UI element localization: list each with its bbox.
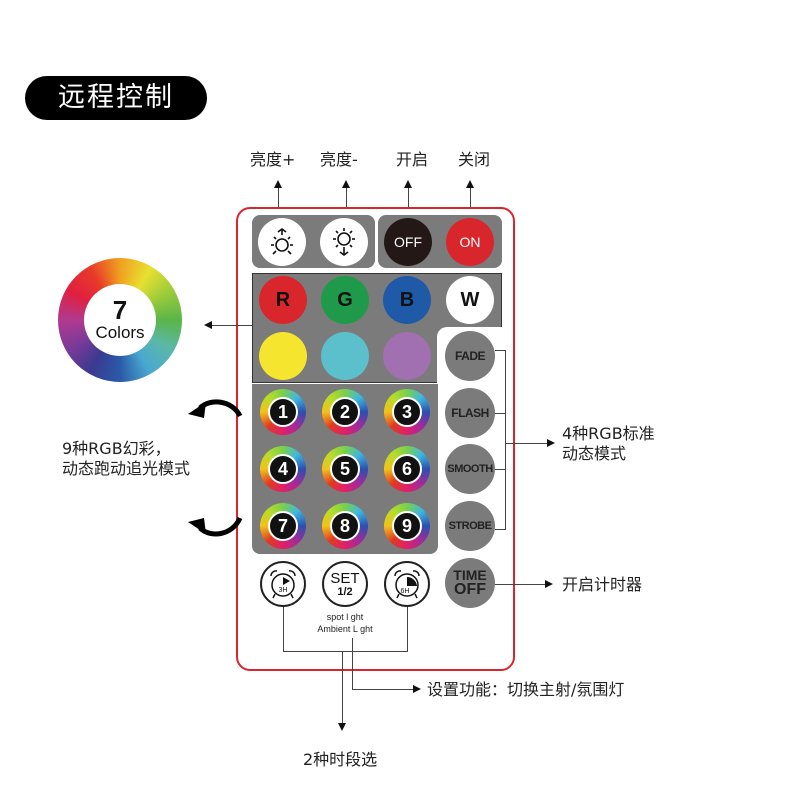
fade-button[interactable]: FADE (445, 331, 495, 381)
bracket-line (495, 350, 506, 351)
yellow-button[interactable] (259, 332, 307, 380)
time-select-annotation: 2种时段选 (303, 750, 378, 769)
mode-6-button[interactable]: 6 (384, 446, 430, 492)
label-power-off: 关闭 (458, 150, 491, 169)
arrow-up-icon (342, 180, 350, 188)
pointer-line (352, 638, 353, 690)
red-button[interactable]: R (259, 276, 307, 324)
spotlight-label: spot l ght (326, 612, 364, 622)
mode-6-label: 6 (392, 454, 422, 484)
mode-5-button[interactable]: 5 (322, 446, 368, 492)
arrow-right-icon (547, 439, 555, 447)
bracket-line (495, 529, 506, 530)
strobe-button[interactable]: STROBE (445, 501, 495, 551)
pointer-line (407, 607, 408, 652)
arrow-up-icon (404, 180, 412, 188)
wheel-number: 7 (112, 295, 128, 325)
time-off-button[interactable]: TIME OFF (445, 558, 495, 608)
time-off-label-2: OFF (454, 581, 486, 598)
arrow-right-icon (545, 580, 553, 588)
mode-1-button[interactable]: 1 (260, 389, 306, 435)
flash-button[interactable]: FLASH (445, 388, 495, 438)
mode-9-button[interactable]: 9 (384, 503, 430, 549)
mode-1-label: 1 (268, 397, 298, 427)
mode-4-button[interactable]: 4 (260, 446, 306, 492)
pointer-line (342, 651, 343, 723)
arrow-right-icon (413, 685, 421, 693)
cyan-button[interactable] (321, 332, 369, 380)
mode-3-button[interactable]: 3 (384, 389, 430, 435)
on-button[interactable]: ON (446, 218, 494, 266)
timer-6h-button[interactable]: 6H (384, 561, 430, 607)
set-label: SET (330, 569, 360, 587)
mode-5-label: 5 (330, 454, 360, 484)
smooth-button[interactable]: SMOOTH (445, 444, 495, 494)
curved-arrow-up-icon (188, 399, 243, 418)
sun-down-icon (333, 228, 355, 256)
color-wheel-center: 7 Colors (84, 284, 156, 356)
mode-4-label: 4 (268, 454, 298, 484)
wheel-label: Colors (95, 323, 145, 342)
bracket-line (495, 469, 506, 470)
purple-button[interactable] (383, 332, 431, 380)
mode-2-button[interactable]: 2 (322, 389, 368, 435)
rgb9-annotation-line2: 动态跑动追光模式 (62, 459, 191, 478)
rgb9-annotation-line1: 9种RGB幻彩， (62, 439, 171, 458)
label-brightness-down: 亮度- (320, 150, 358, 169)
pointer-line (495, 584, 545, 585)
arrow-down-icon (338, 723, 346, 731)
set-sub-label: 1/2 (337, 585, 353, 598)
rgb4-annotation-line2: 动态模式 (562, 444, 627, 463)
label-brightness-up: 亮度+ (250, 150, 296, 169)
time-off-label-1: TIME (453, 567, 487, 583)
set-function-annotation: 设置功能：切换主射/氛围灯 (427, 680, 625, 699)
pointer-line (352, 689, 414, 690)
timer-3h-button[interactable]: 3H (260, 561, 306, 607)
mode-7-label: 7 (268, 511, 298, 541)
mode-8-label: 8 (330, 511, 360, 541)
mode-2-label: 2 (330, 397, 360, 427)
mode-8-button[interactable]: 8 (322, 503, 368, 549)
set-button[interactable]: SET 1/2 (322, 561, 368, 607)
brightness-up-button[interactable] (258, 218, 306, 266)
mode-9-label: 9 (392, 511, 422, 541)
ambient-label: Ambient L ght (317, 624, 373, 634)
arrow-up-icon (274, 180, 282, 188)
svg-text:6H: 6H (401, 588, 410, 595)
pointer-line (212, 325, 252, 326)
curved-arrow-down-icon (188, 516, 243, 537)
brightness-down-button[interactable] (320, 218, 368, 266)
blue-button[interactable]: B (383, 276, 431, 324)
sun-up-icon (271, 228, 293, 255)
off-button[interactable]: OFF (384, 218, 432, 266)
mode-3-label: 3 (392, 397, 422, 427)
alarm-clock-3h-icon: 3H (270, 570, 296, 599)
bracket-line (505, 350, 506, 530)
arrow-left-icon (204, 321, 212, 329)
white-button[interactable]: W (446, 276, 494, 324)
alarm-clock-6h-icon: 6H (394, 570, 420, 599)
timer-annotation: 开启计时器 (562, 575, 643, 594)
page-title: 远程控制 (25, 76, 207, 120)
mode-7-button[interactable]: 7 (260, 503, 306, 549)
label-power-on: 开启 (396, 150, 429, 169)
arrow-up-icon (466, 180, 474, 188)
pointer-line (283, 607, 284, 652)
pointer-line (505, 443, 547, 444)
green-button[interactable]: G (321, 276, 369, 324)
rgb4-annotation-line1: 4种RGB标准 (562, 424, 655, 443)
bracket-line (495, 413, 506, 414)
svg-text:3H: 3H (279, 587, 288, 594)
pointer-line (283, 651, 408, 652)
